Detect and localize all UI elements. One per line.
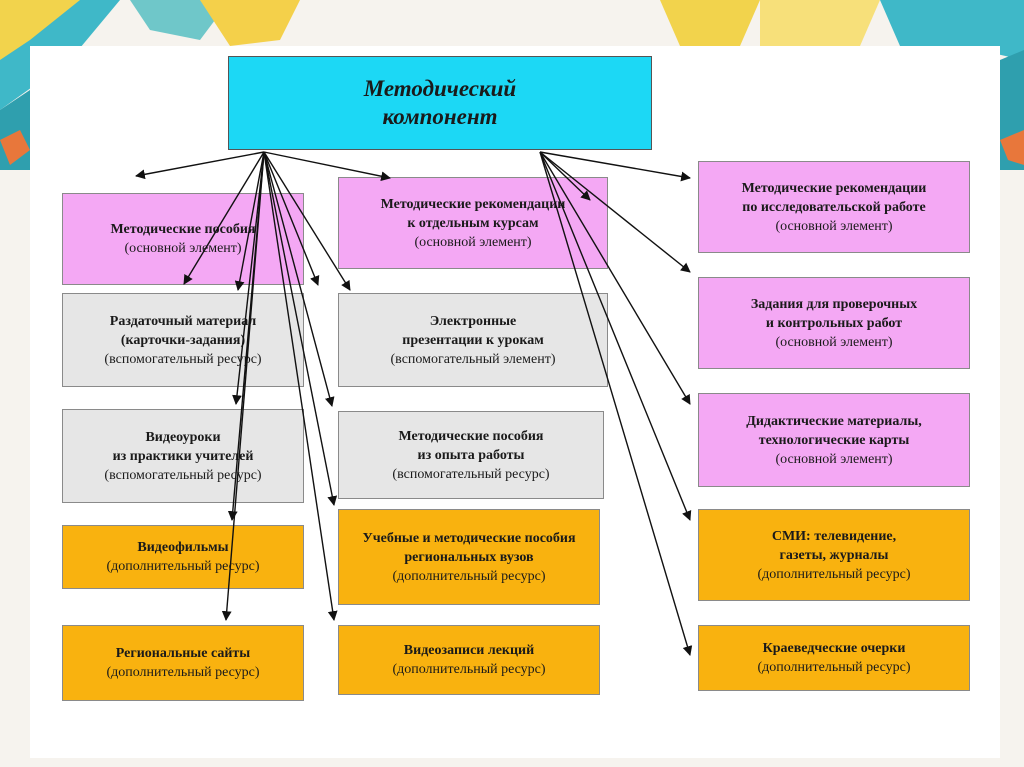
diagram-box-b13: Дидактические материалы, технологические…: [698, 393, 970, 487]
box-title: Региональные сайты: [115, 646, 251, 661]
diagram-box-b14: СМИ: телевидение, газеты, журналы (дополн…: [698, 509, 970, 601]
box-title: Видеозаписи лекций: [403, 643, 535, 658]
box-subtitle: (дополнительный ресурс): [392, 568, 546, 584]
box-title: Видеофильмы: [137, 540, 229, 555]
box-subtitle: (основной элемент): [775, 218, 893, 234]
box-subtitle: (основной элемент): [775, 334, 893, 350]
box-subtitle: (дополнительный ресурс): [106, 665, 260, 680]
diagram-box-b4: Видеофильмы (дополнительный ресурс): [62, 525, 304, 589]
box-subtitle: (дополнительный ресурс): [106, 559, 260, 574]
box-title: СМИ: телевидение, газеты, журналы: [771, 528, 897, 563]
diagram-box-b8: Методические пособия из опыта работы (всп…: [338, 411, 604, 499]
box-title: Видеоуроки из практики учителей: [112, 429, 254, 464]
box-title: Методические рекомендации к отдельным ку…: [380, 196, 566, 231]
diagram-box-b2: Раздаточный материал (карточки-задания) (…: [62, 293, 304, 387]
diagram-box-b11: Методические рекомендации по исследовате…: [698, 161, 970, 253]
box-subtitle: (основной элемент): [775, 451, 893, 467]
diagram-box-b6: Методические рекомендации к отдельным ку…: [338, 177, 608, 269]
box-title: Методические рекомендации по исследовате…: [741, 180, 927, 215]
box-subtitle: (вспомогательный ресурс): [104, 351, 262, 367]
box-subtitle: (основной элемент): [414, 234, 532, 250]
box-subtitle: (дополнительный ресурс): [757, 566, 911, 582]
diagram-box-b15: Краеведческие очерки (дополнительный ресу…: [698, 625, 970, 691]
diagram-box-b9: Учебные и методические пособия региональ…: [338, 509, 600, 605]
box-title: Раздаточный материал (карточки-задания): [109, 313, 257, 348]
box-subtitle: (дополнительный ресурс): [757, 660, 911, 675]
box-title: Методические пособия из опыта работы: [398, 428, 544, 463]
box-title: Методические пособия: [110, 222, 256, 237]
diagram-box-b3: Видеоуроки из практики учителей (вспомога…: [62, 409, 304, 503]
diagram-box-b1: Методические пособия (основной элемент): [62, 193, 304, 285]
box-title: Задания для проверочных и контрольных ра…: [750, 296, 918, 331]
box-subtitle: (вспомогательный ресурс): [392, 466, 550, 482]
box-subtitle: (вспомогательный элемент): [390, 351, 556, 367]
diagram-box-b12: Задания для проверочных и контрольных ра…: [698, 277, 970, 369]
box-subtitle: (основной элемент): [124, 241, 242, 256]
box-subtitle: (дополнительный ресурс): [392, 662, 546, 677]
box-title: Краеведческие очерки: [762, 641, 906, 656]
box-subtitle: (вспомогательный ресурс): [104, 467, 262, 483]
diagram-box-b5: Региональные сайты (дополнительный ресурс…: [62, 625, 304, 701]
box-title: Учебные и методические пособия региональ…: [362, 530, 576, 565]
diagram-box-b7: Электронные презентации к урокам (вспомог…: [338, 293, 608, 387]
root-node-title: Методический компонент: [363, 76, 517, 129]
box-title: Дидактические материалы, технологические…: [746, 413, 922, 448]
diagram-box-b10: Видеозаписи лекций (дополнительный ресурс…: [338, 625, 600, 695]
box-title: Электронные презентации к урокам: [402, 313, 544, 348]
root-node-box: Методический компонент: [228, 56, 652, 150]
